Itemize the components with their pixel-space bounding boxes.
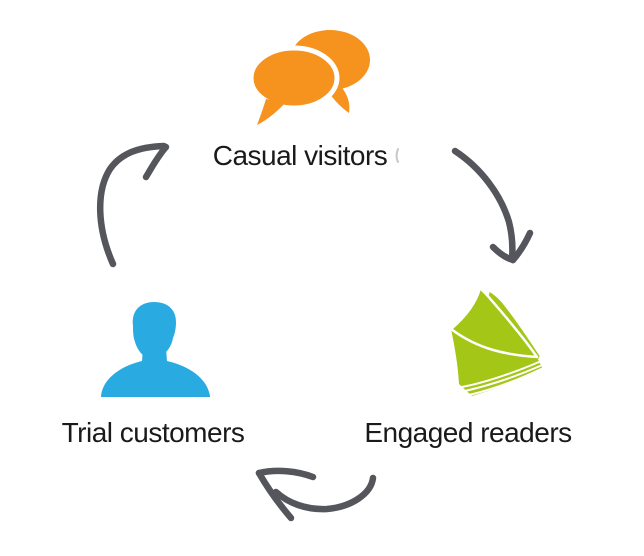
node-label-trial-customers: Trial customers [61, 417, 245, 448]
speech-bubbles-icon [250, 30, 370, 125]
arrow-engaged-to-trial [255, 467, 377, 522]
book-pages-shape [449, 288, 543, 396]
speech-bubbles-shape [250, 30, 370, 125]
person-silhouette-icon [101, 302, 210, 397]
book-pages-icon [449, 288, 543, 396]
person-silhouette-shape [101, 302, 210, 397]
node-label-engaged-readers: Engaged readers [364, 417, 572, 448]
node-label-casual-visitors: Casual visitors [212, 140, 388, 171]
